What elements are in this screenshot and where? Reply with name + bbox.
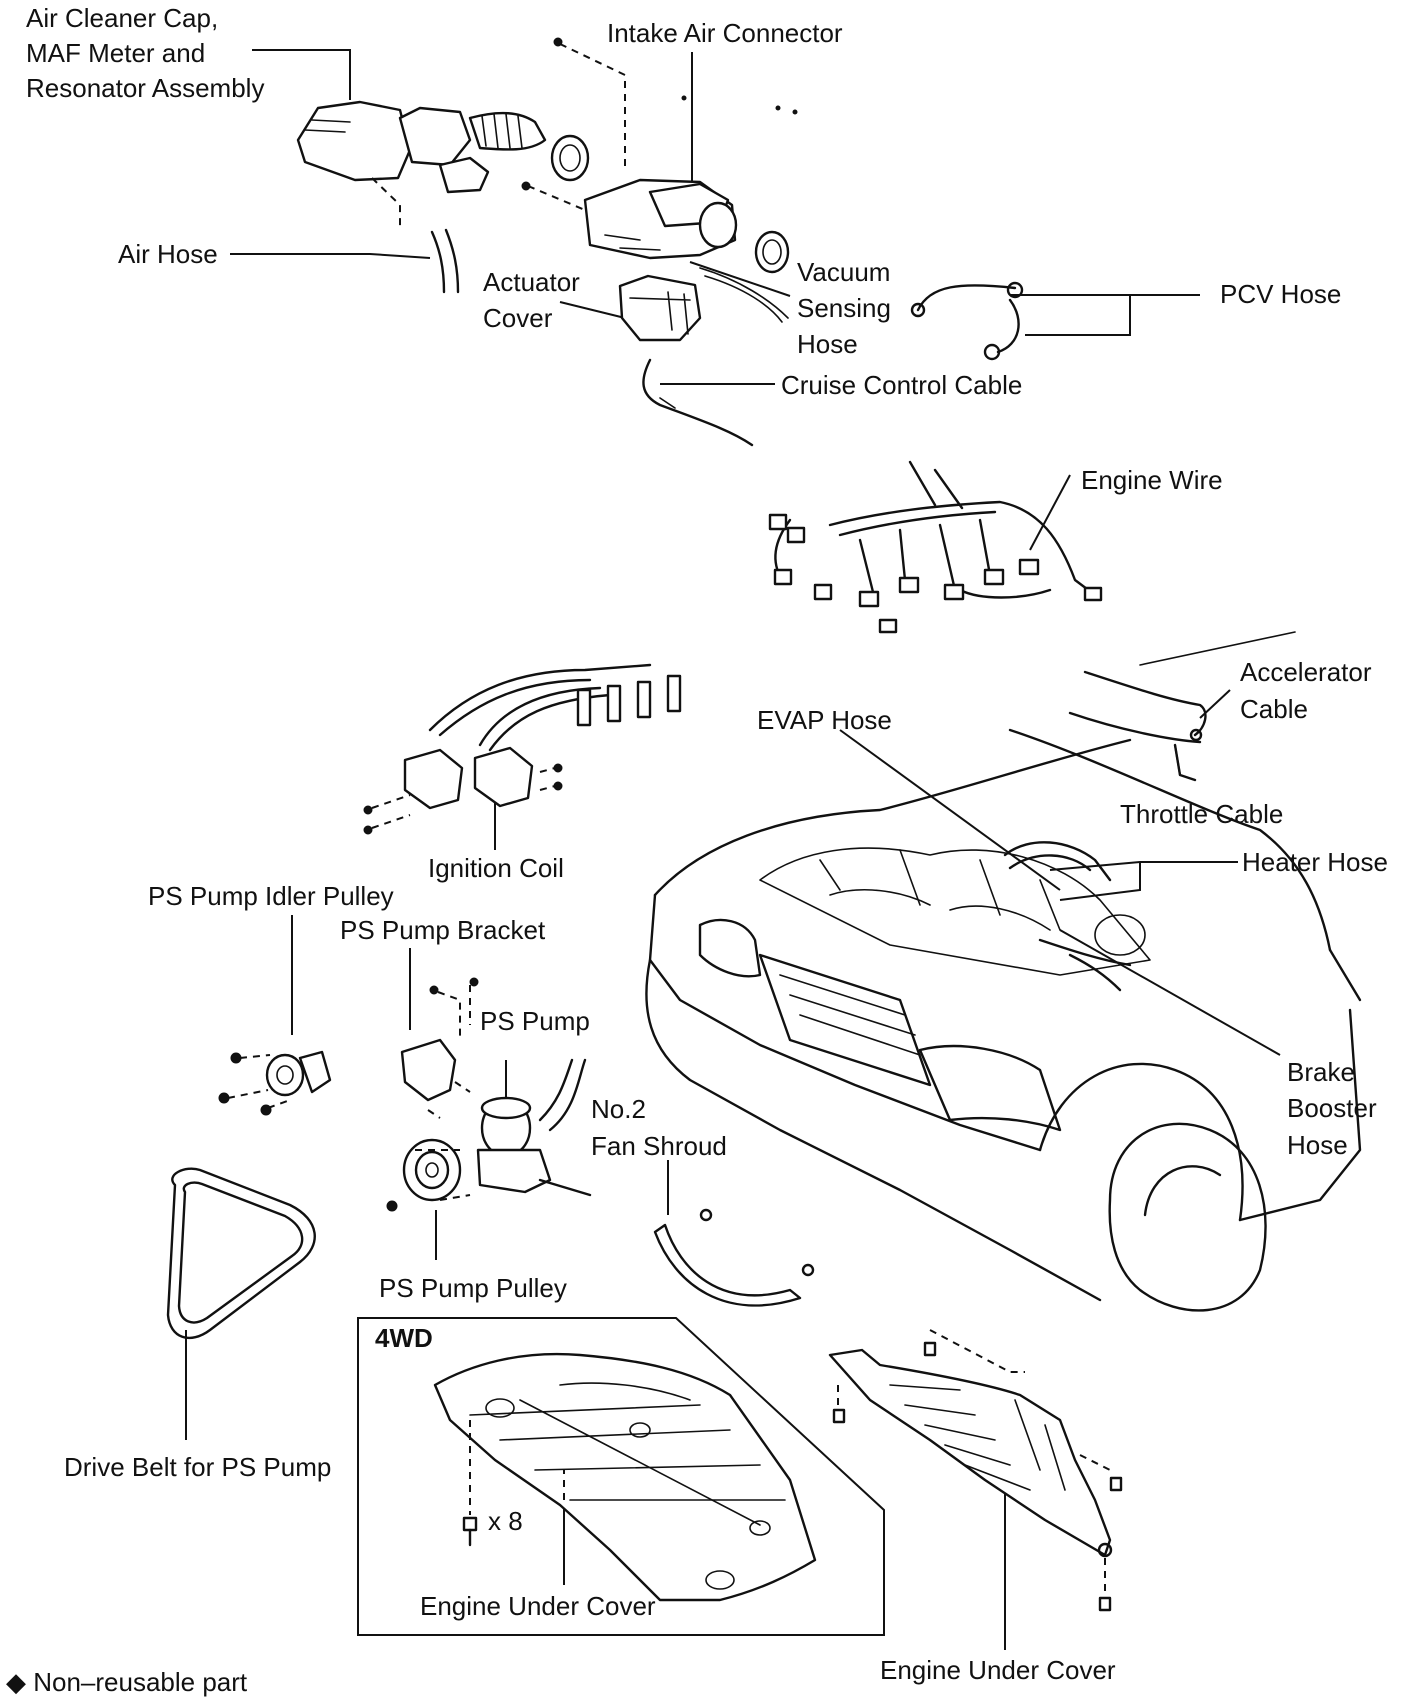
label-cruise-control-cable: Cruise Control Cable [781, 370, 1023, 400]
label-ps-pump: PS Pump [480, 1006, 590, 1036]
label-bolt-count: x 8 [488, 1506, 523, 1536]
label-no2: No.2 [591, 1094, 646, 1124]
engine-wire-harness-drawing [768, 460, 1103, 634]
label-ps-pump-idler-pulley: PS Pump Idler Pulley [148, 881, 394, 911]
label-fan-shroud: Fan Shroud [591, 1131, 727, 1161]
label-cable: Cable [1240, 694, 1308, 724]
label-engine-under-cover-4wd: Engine Under Cover [420, 1591, 656, 1621]
ps-pump-pulley-drawing [386, 1138, 471, 1212]
label-throttle-cable: Throttle Cable [1120, 799, 1284, 829]
label-booster: Booster [1287, 1093, 1377, 1123]
air-hose-drawing [430, 228, 460, 294]
fan-shroud-drawing [653, 1208, 815, 1307]
label-intake-air-connector: Intake Air Connector [607, 18, 843, 48]
drive-belt-drawing [166, 1167, 316, 1340]
4wd-under-cover-drawing [433, 1352, 817, 1602]
label-hose-vacuum: Hose [797, 329, 858, 359]
actuator-cover-drawing [618, 274, 702, 342]
label-ps-pump-bracket: PS Pump Bracket [340, 915, 546, 945]
air-cleaner-assembly-drawing [296, 100, 547, 230]
ps-pump-drawing [476, 1058, 592, 1197]
vacuum-sensing-hose-drawing [699, 267, 789, 323]
4wd-inset-box [357, 1317, 885, 1636]
idler-pulley-drawing [218, 1050, 332, 1116]
label-vacuum: Vacuum [797, 257, 891, 287]
label-heater-hose: Heater Hose [1242, 847, 1388, 877]
label-cover: Cover [483, 303, 553, 333]
engine-under-cover-drawing [828, 1329, 1123, 1612]
vehicle-front-drawing [645, 728, 1362, 1312]
ps-pump-bracket-drawing [400, 977, 479, 1119]
label-ignition-coil: Ignition Coil [428, 853, 564, 883]
label-engine-under-cover: Engine Under Cover [880, 1655, 1116, 1685]
label-drive-belt: Drive Belt for PS Pump [64, 1452, 332, 1482]
label-maf-meter: MAF Meter and [26, 38, 206, 68]
label-air-cleaner-cap: Air Cleaner Cap, [26, 3, 219, 33]
label-engine-wire: Engine Wire [1081, 465, 1223, 495]
intake-air-connector-drawing [521, 37, 798, 274]
label-brake: Brake [1287, 1057, 1355, 1087]
cruise-control-cable-drawing [642, 358, 754, 447]
label-resonator-assembly: Resonator Assembly [26, 73, 265, 103]
label-accelerator: Accelerator [1240, 657, 1372, 687]
label-air-hose: Air Hose [118, 239, 218, 269]
label-brake-booster-hose: Hose [1287, 1130, 1348, 1160]
label-4wd: 4WD [375, 1323, 433, 1353]
label-actuator: Actuator [483, 267, 580, 297]
label-evap-hose: EVAP Hose [757, 705, 892, 735]
label-ps-pump-pulley: PS Pump Pulley [379, 1273, 567, 1303]
ignition-coil-drawing [363, 663, 682, 835]
label-sensing: Sensing [797, 293, 891, 323]
label-pcv-hose: PCV Hose [1220, 279, 1342, 309]
pcv-hose-drawing [910, 281, 1024, 361]
label-non-reusable-part: ◆ Non–reusable part [6, 1667, 248, 1697]
accelerator-throttle-cable-drawing [1068, 631, 1296, 782]
